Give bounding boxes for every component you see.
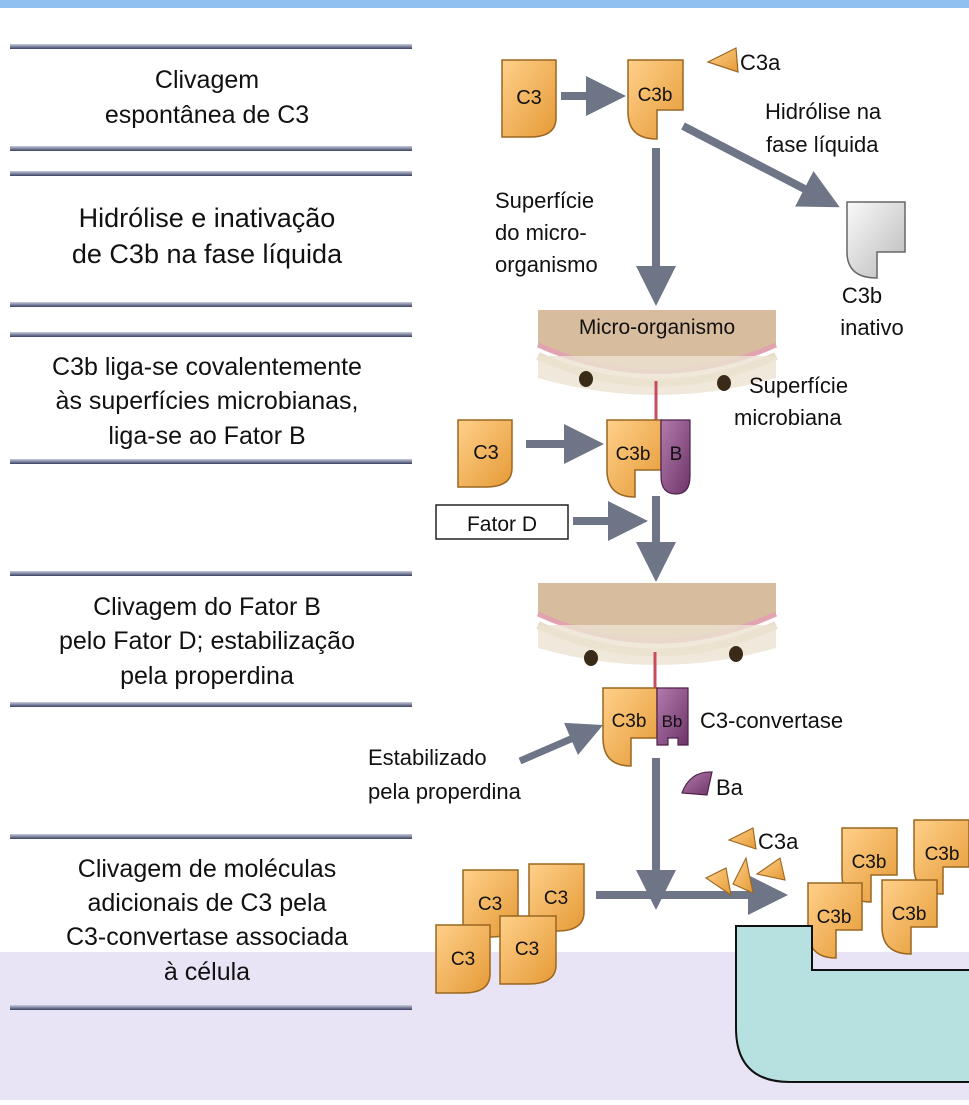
arrow-hydrolysis bbox=[681, 122, 840, 208]
svg-text:C3a: C3a bbox=[758, 829, 799, 854]
svg-text:C3b: C3b bbox=[842, 283, 882, 308]
step-3-line: C3b liga-se covalentemente bbox=[52, 353, 362, 381]
svg-text:C3b: C3b bbox=[852, 852, 887, 873]
svg-text:Bb: Bb bbox=[662, 712, 683, 731]
svg-text:pela properdina: pela properdina bbox=[368, 779, 522, 804]
c3b-molecule: C3b bbox=[627, 59, 684, 140]
step-5-line: adicionais de C3 pela bbox=[87, 889, 326, 917]
c3-molecule: C3 bbox=[501, 59, 557, 138]
microorganism-label: Micro-organismo bbox=[579, 316, 735, 339]
step-text-column: Clivagem espontânea de C3 Hidrólise e in… bbox=[52, 66, 362, 986]
svg-text:B: B bbox=[670, 444, 683, 465]
factor-d-box: Fator D bbox=[435, 504, 569, 540]
svg-text:C3b: C3b bbox=[925, 844, 960, 865]
inactive-c3b-molecule bbox=[846, 201, 906, 279]
c3-convertase-label: C3-convertase bbox=[700, 708, 843, 733]
svg-text:organismo: organismo bbox=[495, 252, 598, 277]
factor-bb-molecule: Bb bbox=[656, 687, 689, 746]
separator-line bbox=[10, 1005, 412, 1010]
step-4-line: Clivagem do Fator B bbox=[93, 593, 321, 621]
surface-arrow-label: Superfície do micro- organismo bbox=[495, 188, 598, 277]
c3a-fragment: C3a bbox=[706, 47, 781, 75]
separator-line bbox=[10, 332, 412, 337]
c3b-molecule: C3b bbox=[881, 879, 938, 955]
bound-c3b-molecule: C3b bbox=[606, 419, 662, 498]
svg-text:C3: C3 bbox=[544, 888, 568, 909]
inactive-c3b-label: C3b inativo bbox=[840, 283, 904, 340]
top-bar bbox=[0, 0, 969, 8]
properdin-label: Estabilizado pela properdina bbox=[368, 745, 522, 804]
step-5-line: C3-convertase associada bbox=[66, 923, 348, 951]
microorganism-membrane bbox=[536, 583, 778, 688]
separator-line bbox=[10, 171, 412, 176]
separator-line bbox=[10, 146, 412, 151]
microbial-surface-label: Superfície microbiana bbox=[734, 373, 848, 430]
c3b-cluster: C3b C3b C3b C3b bbox=[807, 819, 969, 959]
svg-text:C3: C3 bbox=[478, 894, 502, 915]
c3-molecule: C3 bbox=[499, 915, 557, 985]
c3-molecule: C3 bbox=[528, 863, 585, 932]
teal-decorative-box bbox=[735, 925, 969, 1083]
hydrolysis-label: Hidrólise na fase líquida bbox=[765, 99, 882, 157]
svg-text:do micro-: do micro- bbox=[495, 220, 587, 245]
step-3-line: às superfícies microbianas, bbox=[56, 387, 359, 415]
c3-cluster: C3 C3 C3 C3 bbox=[435, 863, 585, 994]
svg-text:Superfície: Superfície bbox=[495, 188, 594, 213]
svg-text:C3b: C3b bbox=[638, 85, 673, 106]
step-2-line: Hidrólise e inativação bbox=[79, 203, 336, 233]
c3b-molecule: C3b bbox=[913, 819, 969, 895]
separator-line bbox=[10, 44, 412, 49]
step-1-line: espontânea de C3 bbox=[105, 101, 309, 129]
separator-line bbox=[10, 459, 412, 464]
separator-line bbox=[10, 834, 412, 839]
svg-text:inativo: inativo bbox=[840, 315, 904, 340]
svg-text:C3: C3 bbox=[451, 949, 475, 970]
svg-text:C3: C3 bbox=[516, 87, 542, 109]
c3-molecule: C3 bbox=[435, 924, 491, 994]
svg-text:C3a: C3a bbox=[740, 50, 781, 75]
separator-line bbox=[10, 702, 412, 707]
step-1-line: Clivagem bbox=[155, 66, 259, 94]
svg-text:C3b: C3b bbox=[612, 711, 647, 732]
step-4-line: pelo Fator D; estabilização bbox=[59, 627, 355, 655]
svg-text:C3: C3 bbox=[473, 442, 499, 464]
factor-b-molecule: B bbox=[660, 419, 691, 495]
svg-text:Fator D: Fator D bbox=[467, 513, 537, 536]
separator-line bbox=[10, 302, 412, 307]
svg-text:Hidrólise na: Hidrólise na bbox=[765, 99, 882, 124]
step-5-line: Clivagem de moléculas bbox=[78, 855, 336, 883]
convertase-c3b-molecule: C3b bbox=[602, 687, 658, 767]
pathway-arrows bbox=[518, 76, 840, 915]
arrow-properdin bbox=[518, 722, 604, 765]
svg-text:C3b: C3b bbox=[817, 907, 852, 928]
step-5-line: à célula bbox=[164, 958, 250, 986]
step-2-line: de C3b na fase líquida bbox=[72, 239, 343, 269]
c3b-molecule: C3b bbox=[807, 882, 863, 959]
svg-text:microbiana: microbiana bbox=[734, 405, 842, 430]
svg-text:C3b: C3b bbox=[616, 444, 651, 465]
step-3-line: liga-se ao Fator B bbox=[108, 422, 305, 450]
c3a-fragments: C3a bbox=[704, 827, 799, 897]
c3-molecule: C3 bbox=[457, 419, 513, 488]
svg-text:Estabilizado: Estabilizado bbox=[368, 745, 487, 770]
svg-text:C3: C3 bbox=[515, 939, 539, 960]
step-4-line: pela properdina bbox=[120, 662, 294, 690]
svg-text:Superfície: Superfície bbox=[749, 373, 848, 398]
svg-text:C3b: C3b bbox=[892, 904, 927, 925]
separator-line bbox=[10, 571, 412, 576]
svg-text:Ba: Ba bbox=[716, 775, 744, 800]
ba-fragment: Ba bbox=[681, 771, 744, 800]
microorganism-membrane bbox=[536, 310, 778, 420]
svg-text:fase líquida: fase líquida bbox=[766, 132, 879, 157]
step-separators bbox=[10, 44, 412, 1010]
